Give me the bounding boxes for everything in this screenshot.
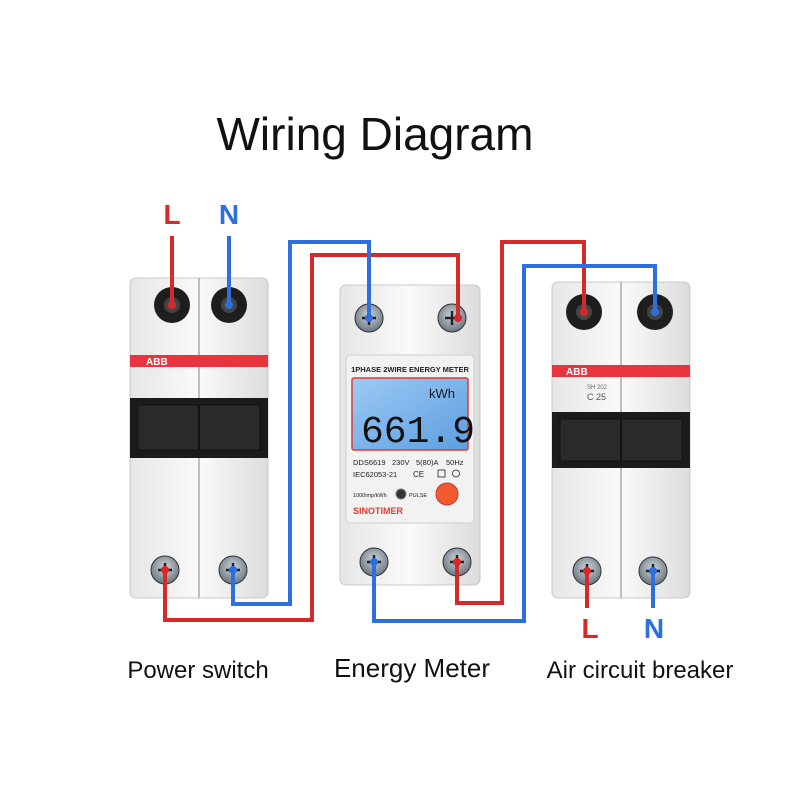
meter-pulse-led bbox=[395, 488, 407, 500]
meter-current: 5(80)A bbox=[416, 458, 439, 467]
bottom-n-label: N bbox=[644, 613, 664, 644]
top-l-label: L bbox=[163, 199, 180, 230]
breaker-model: SH 202 bbox=[587, 385, 608, 391]
meter-unit: kWh bbox=[429, 386, 455, 401]
meter-header: 1PHASE 2WIRE ENERGY METER bbox=[351, 365, 469, 374]
caption-energy-meter: Energy Meter bbox=[334, 653, 490, 683]
bottom-l-label: L bbox=[581, 613, 598, 644]
meter-frequency: 50Hz bbox=[446, 458, 464, 467]
meter-imp: 1000imp/kWh bbox=[353, 493, 387, 499]
meter-standard: IEC62053-21 bbox=[353, 470, 397, 479]
energy-meter: 1PHASE 2WIRE ENERGY METER kWh 661.9 DDS6… bbox=[339, 284, 481, 586]
top-n-label: N bbox=[219, 199, 239, 230]
meter-model: DDS6619 bbox=[353, 458, 386, 467]
ce-mark-icon: CE bbox=[413, 469, 460, 479]
caption-breaker: Air circuit breaker bbox=[547, 657, 734, 684]
power-switch: ABB bbox=[129, 277, 269, 599]
meter-voltage: 230V bbox=[392, 458, 410, 467]
meter-pulse-label: PULSE bbox=[409, 493, 427, 499]
air-circuit-breaker: ABB SH 202 C 25 bbox=[551, 281, 691, 599]
caption-power-switch: Power switch bbox=[127, 657, 268, 684]
svg-text:CE: CE bbox=[413, 470, 424, 479]
breaker-brand: ABB bbox=[566, 367, 588, 378]
meter-button[interactable] bbox=[435, 482, 459, 506]
meter-lcd bbox=[351, 377, 469, 451]
meter-reading: 661.9 bbox=[361, 411, 475, 454]
wire-switch-to-meter-neutral bbox=[231, 240, 371, 606]
wire-meter-to-breaker-neutral bbox=[372, 264, 657, 623]
diagram-title: Wiring Diagram bbox=[217, 108, 534, 160]
meter-brand: SINOTIMER bbox=[353, 506, 404, 516]
breaker-rating: C 25 bbox=[587, 392, 606, 402]
power-switch-brand: ABB bbox=[146, 357, 168, 368]
wires bbox=[163, 236, 657, 623]
wire-meter-to-breaker-live bbox=[455, 240, 586, 605]
wire-switch-to-meter-live bbox=[163, 253, 460, 622]
